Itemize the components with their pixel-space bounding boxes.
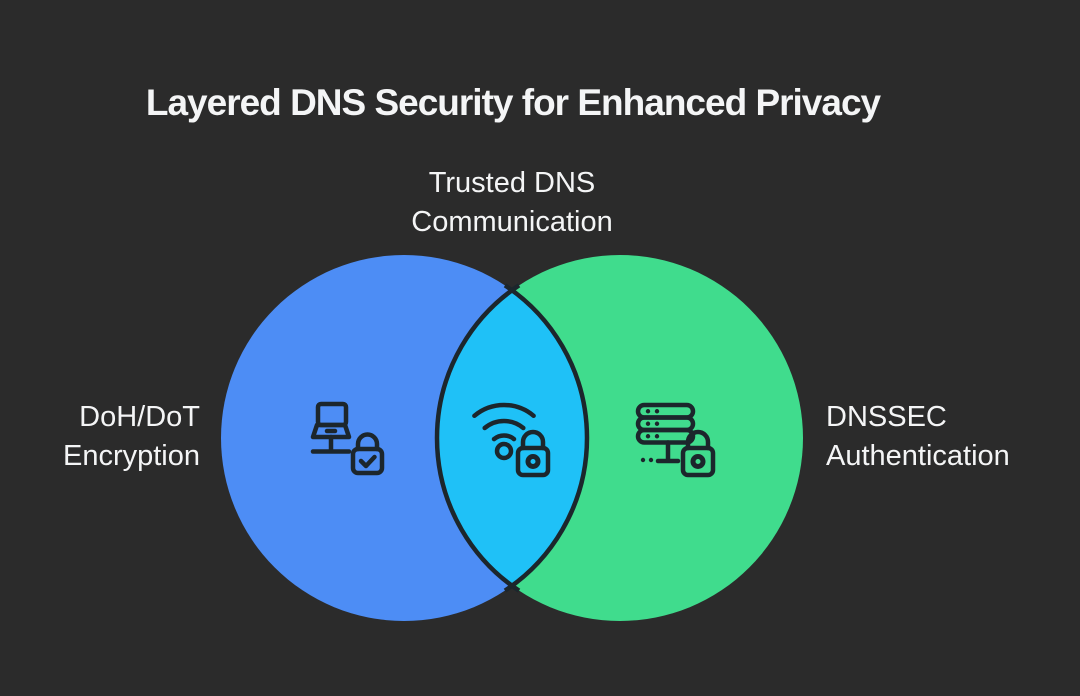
intersection-label: Trusted DNS Communication (411, 167, 613, 238)
server-lock-icon (635, 402, 716, 478)
wifi-lock-icon (472, 402, 551, 478)
right-circle-label: DNSSEC Authentication (826, 401, 1010, 472)
server-stack-shape (635, 402, 696, 464)
left-circle-label: DoH/DoT Encryption (62, 401, 200, 472)
desktop-lock-check-icon (310, 401, 385, 476)
padlock-shape (515, 429, 551, 478)
wifi-shape (472, 402, 536, 461)
padlock-check-shape (350, 432, 385, 476)
monitor-shape (310, 401, 352, 454)
padlock-shape (680, 429, 716, 478)
lens-left-arc (503, 283, 590, 593)
lens-right-arc (434, 283, 521, 593)
page-title: Layered DNS Security for Enhanced Privac… (145, 82, 881, 123)
